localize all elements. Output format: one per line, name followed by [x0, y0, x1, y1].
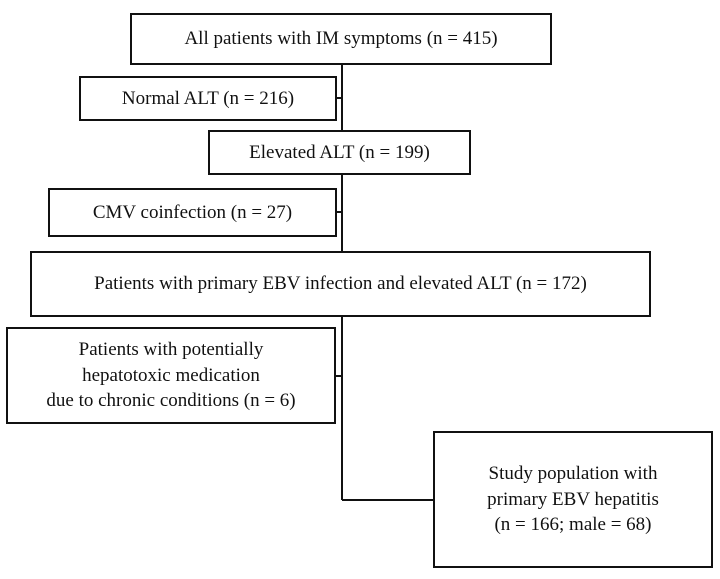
hepatotoxic-medication-text: Patients with potentially hepatotoxic me… — [46, 337, 295, 414]
study-population-box: Study population with primary EBV hepati… — [433, 431, 713, 568]
all-patients-box: All patients with IM symptoms (n = 415) — [130, 13, 552, 65]
all-patients-label: All patients with IM symptoms (n = 415) — [184, 28, 498, 50]
hepatotoxic-medication-box: Patients with potentially hepatotoxic me… — [6, 327, 336, 424]
cmv-coinfection-box: CMV coinfection (n = 27) — [48, 188, 337, 237]
study-population-line-2: primary EBV hepatitis — [487, 488, 659, 510]
hepatotoxic-line-3: due to chronic conditions (n = 6) — [46, 390, 296, 412]
normal-alt-label: Normal ALT (n = 216) — [121, 87, 295, 109]
elevated-alt-label: Elevated ALT (n = 199) — [249, 141, 430, 163]
primary-ebv-box: Patients with primary EBV infection and … — [30, 251, 651, 317]
hepatotoxic-line-2: hepatotoxic medication — [82, 364, 260, 386]
study-population-line-3: (n = 166; male = 68) — [494, 514, 652, 536]
study-population-line-1: Study population with — [488, 463, 658, 485]
cmv-coinfection-label: CMV coinfection (n = 27) — [92, 201, 293, 223]
elevated-alt-box: Elevated ALT (n = 199) — [208, 130, 471, 175]
normal-alt-box: Normal ALT (n = 216) — [79, 76, 337, 121]
hepatotoxic-line-1: Patients with potentially — [78, 339, 264, 361]
study-population-text: Study population with primary EBV hepati… — [487, 461, 659, 538]
primary-ebv-label: Patients with primary EBV infection and … — [94, 273, 587, 295]
